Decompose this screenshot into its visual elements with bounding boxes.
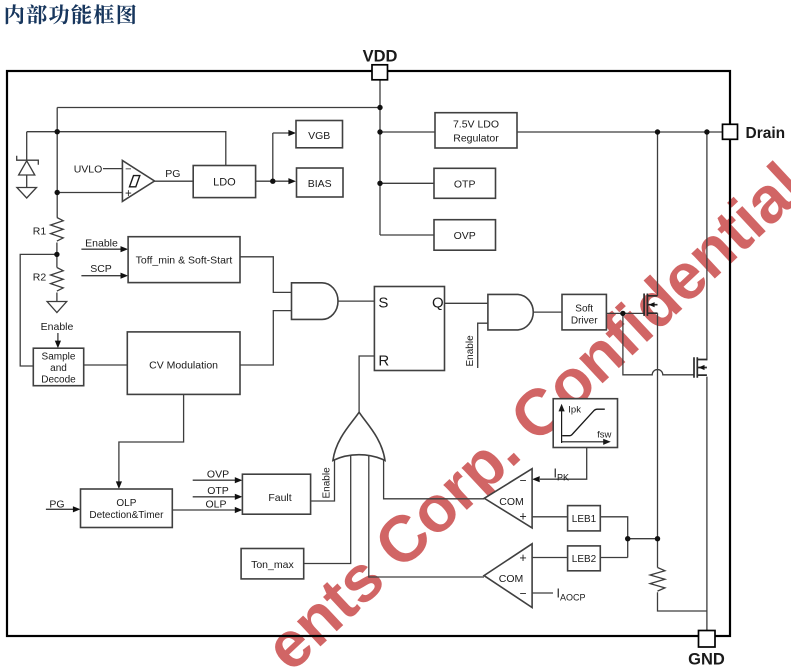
svg-text:−: − xyxy=(519,473,526,487)
svg-text:OVP: OVP xyxy=(207,469,229,481)
svg-text:LEB2: LEB2 xyxy=(572,554,597,565)
svg-text:Regulator: Regulator xyxy=(453,132,499,144)
svg-text:PG: PG xyxy=(49,499,64,511)
svg-text:LEB1: LEB1 xyxy=(572,514,597,525)
svg-text:fsw: fsw xyxy=(597,430,611,441)
svg-text:LDO: LDO xyxy=(213,176,236,188)
svg-text:Fault: Fault xyxy=(268,492,291,504)
svg-text:OTP: OTP xyxy=(207,485,229,497)
svg-text:VDD: VDD xyxy=(363,48,398,66)
svg-text:IAOCP: IAOCP xyxy=(557,587,586,603)
svg-text:OLP: OLP xyxy=(116,498,136,509)
svg-text:Decode: Decode xyxy=(41,375,76,386)
svg-text:R1: R1 xyxy=(33,226,47,238)
svg-text:+: + xyxy=(519,509,526,523)
svg-text:Sample: Sample xyxy=(42,352,76,363)
svg-text:S: S xyxy=(378,295,388,312)
svg-text:Ipk: Ipk xyxy=(568,405,581,416)
svg-text:Driver: Driver xyxy=(571,315,598,326)
svg-text:OTP: OTP xyxy=(454,179,476,191)
svg-text:Soft: Soft xyxy=(575,303,593,314)
svg-text:COM: COM xyxy=(499,573,524,585)
svg-text:+: + xyxy=(125,188,132,200)
svg-text:−: − xyxy=(519,586,526,600)
svg-text:Detection&Timer: Detection&Timer xyxy=(89,510,164,521)
svg-text:R: R xyxy=(378,352,389,369)
svg-text:Toff_min & Soft-Start: Toff_min & Soft-Start xyxy=(136,255,233,267)
svg-text:R2: R2 xyxy=(33,272,47,284)
svg-text:VGB: VGB xyxy=(308,130,330,142)
svg-text:Q: Q xyxy=(432,295,444,312)
svg-text:UVLO: UVLO xyxy=(74,163,103,175)
svg-text:Ton_max: Ton_max xyxy=(251,559,294,571)
svg-text:BIAS: BIAS xyxy=(308,178,332,190)
svg-text:GND: GND xyxy=(688,651,725,668)
svg-text:PG: PG xyxy=(165,168,180,180)
svg-text:Enable: Enable xyxy=(322,467,333,499)
svg-text:OVP: OVP xyxy=(454,230,476,242)
svg-text:Enable: Enable xyxy=(465,335,476,367)
svg-text:SCP: SCP xyxy=(90,263,112,275)
svg-text:Drain: Drain xyxy=(746,125,786,142)
svg-text:Enable: Enable xyxy=(41,321,74,333)
svg-text:COM: COM xyxy=(499,496,524,508)
svg-text:and: and xyxy=(50,363,67,374)
svg-text:CV Modulation: CV Modulation xyxy=(149,359,218,371)
svg-text:7.5V LDO: 7.5V LDO xyxy=(453,118,499,130)
svg-text:Enable: Enable xyxy=(85,238,118,250)
svg-text:+: + xyxy=(519,551,526,565)
svg-text:−: − xyxy=(125,164,131,176)
svg-text:IPK: IPK xyxy=(554,467,570,483)
svg-text:OLP: OLP xyxy=(205,499,226,511)
